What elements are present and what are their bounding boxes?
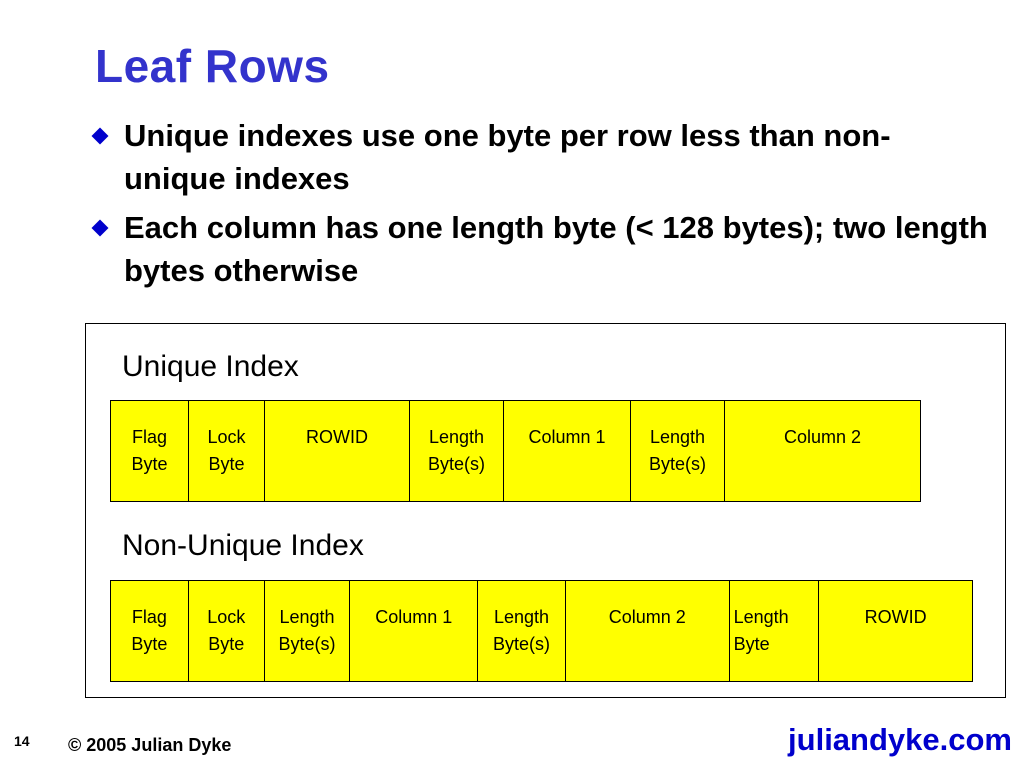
- nonunique-cell-flag-byte: Flag Byte: [111, 581, 189, 681]
- nonunique-cell-lock-byte: Lock Byte: [189, 581, 265, 681]
- unique-cell-length-bytes-2: Length Byte(s): [631, 401, 725, 501]
- unique-cell-flag-byte: Flag Byte: [111, 401, 189, 501]
- nonunique-cell-column-1: Column 1: [350, 581, 479, 681]
- diamond-bullet-icon: [91, 219, 109, 237]
- page-number: 14: [14, 733, 30, 749]
- unique-index-row: Flag Byte Lock Byte ROWID Length Byte(s)…: [110, 400, 921, 502]
- nonunique-cell-rowid: ROWID: [864, 607, 927, 627]
- nonunique-cell-column-2: Column 2: [566, 581, 730, 681]
- bullet-text: Unique indexes use one byte per row less…: [124, 118, 891, 196]
- bullet-item: Each column has one length byte (< 128 b…: [91, 206, 992, 292]
- unique-cell-length-bytes-1: Length Byte(s): [410, 401, 504, 501]
- bullet-text: Each column has one length byte (< 128 b…: [124, 210, 988, 288]
- unique-index-title: Unique Index: [122, 350, 299, 383]
- diamond-bullet-icon: [91, 127, 109, 145]
- non-unique-index-title: Non-Unique Index: [122, 529, 364, 562]
- bullet-item: Unique indexes use one byte per row less…: [91, 114, 992, 200]
- slide-title: Leaf Rows: [95, 40, 330, 92]
- nonunique-cell-length-bytes-2: Length Byte(s): [478, 581, 566, 681]
- nonunique-cell-length-byte: Length Byte: [730, 581, 820, 681]
- copyright-text: © 2005 Julian Dyke: [68, 735, 232, 755]
- unique-cell-column-2: Column 2: [783, 427, 862, 447]
- unique-cell-column-1: Column 1: [504, 401, 631, 501]
- bullet-list: Unique indexes use one byte per row less…: [91, 114, 992, 298]
- nonunique-cell-length-bytes-1: Length Byte(s): [265, 581, 351, 681]
- unique-cell-rowid: ROWID: [265, 401, 410, 501]
- non-unique-index-row: Flag Byte Lock Byte Length Byte(s) Colum…: [110, 580, 973, 682]
- unique-cell-lock-byte: Lock Byte: [189, 401, 265, 501]
- site-link[interactable]: juliandyke.com: [788, 722, 1012, 757]
